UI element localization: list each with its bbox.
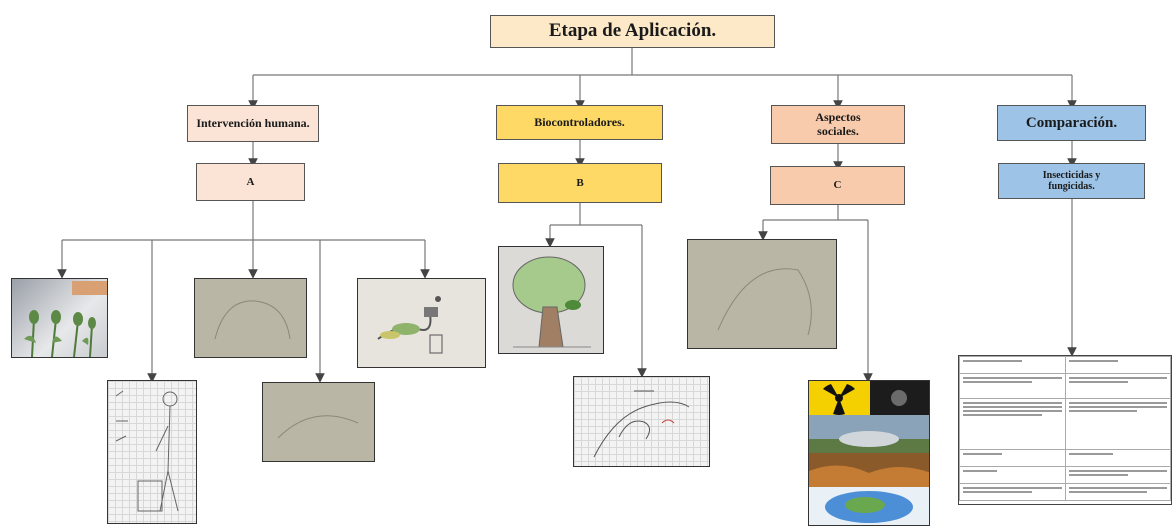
branch-comparacion: Comparación. [997,105,1146,141]
sub-box-a: A [196,163,305,201]
faucet-plant-drawing [357,278,486,368]
comparison-table [958,355,1172,505]
sub-box-c: C [770,166,905,205]
title-box: Etapa de Aplicación. [490,15,775,48]
sub-label: B [576,176,584,189]
page-title: Etapa de Aplicación. [548,20,717,42]
branch-label: Biocontroladores. [534,114,625,129]
tree-drawing [498,246,604,354]
sub-label: Insecticidas y fungicidas. [1042,170,1101,192]
sub-label: C [833,179,842,192]
sand-drawing-3 [687,239,837,349]
tulip-photo [11,278,108,358]
branch-label: Intervención humana. [196,115,310,130]
branch-label: Aspectos sociales. [815,110,861,138]
branch-label: Comparación. [1025,114,1118,131]
sub-label: A [246,175,255,188]
sand-drawing-2 [262,382,375,462]
branch-biocontroladores: Biocontroladores. [496,105,663,140]
sub-box-b: B [498,163,662,203]
sub-box-insecticidas: Insecticidas y fungicidas. [998,163,1145,199]
branch-aspectos-sociales: Aspectos sociales. [771,105,905,144]
human-figure-grid-drawing [107,380,197,524]
social-collage [808,380,930,526]
sand-drawing [194,278,307,358]
hand-grid-drawing [573,376,710,467]
branch-intervencion-humana: Intervención humana. [187,105,319,142]
